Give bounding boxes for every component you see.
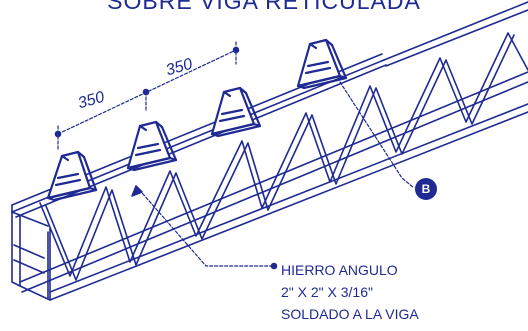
dimension-node — [54, 130, 62, 138]
truss-top-chord — [383, 1, 528, 67]
callout-line: HIERRO ANGULO — [281, 262, 398, 278]
dimension-node — [232, 46, 240, 54]
leader-callout — [135, 185, 275, 267]
end-plate — [11, 211, 51, 301]
leader-b — [339, 81, 415, 189]
callout-line: SOLDADO A LA VIGA — [281, 306, 419, 322]
support-chairs — [46, 38, 348, 202]
leader-arrow — [131, 185, 143, 197]
truss-bottom-chord — [19, 71, 528, 301]
diagram-title: SOBRE VIGA RETICULADA — [107, 0, 421, 14]
angle-iron-callout: HIERRO ANGULO 2" X 2" X 3/16" SOLDADO A … — [281, 259, 521, 325]
truss-web — [39, 32, 528, 299]
callout-line: 2" X 2" X 3/16" — [281, 284, 373, 300]
detail-marker: B — [415, 178, 437, 200]
dimension-node — [142, 88, 150, 96]
leader-node — [270, 262, 278, 270]
